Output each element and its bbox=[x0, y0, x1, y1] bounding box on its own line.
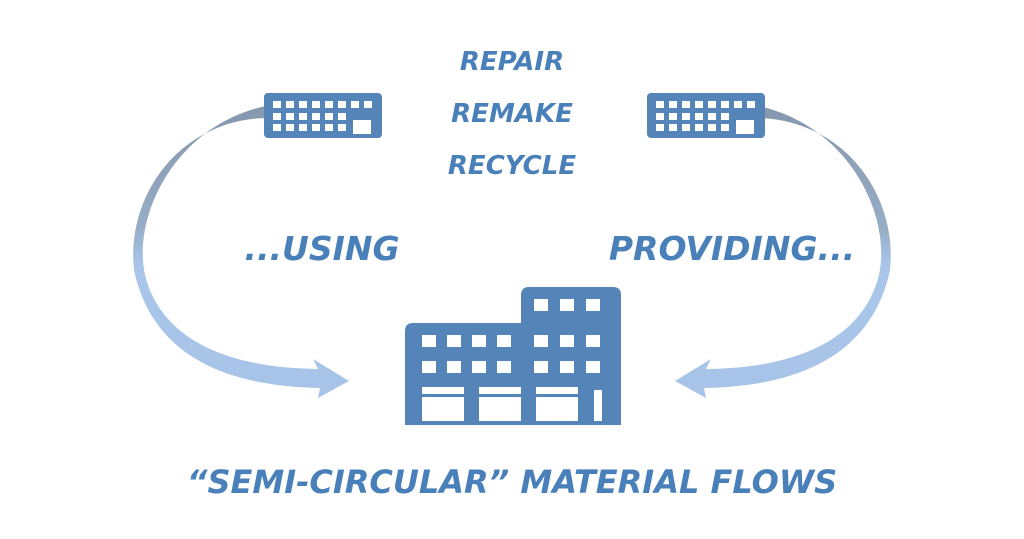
left-flow-label: ...USING bbox=[244, 229, 399, 268]
factory-icon-right bbox=[647, 93, 765, 138]
right-flow-label: PROVIDING... bbox=[609, 229, 855, 268]
right-curved-arrow bbox=[675, 106, 891, 398]
left-curved-arrow bbox=[133, 106, 349, 398]
step-recycle: RECYCLE bbox=[448, 151, 576, 181]
office-building-icon bbox=[405, 287, 621, 425]
step-repair: REPAIR bbox=[460, 47, 564, 77]
step-remake: REMAKE bbox=[451, 99, 573, 129]
diagram-caption: “SEMI-CIRCULAR” MATERIAL FLOWS bbox=[187, 463, 837, 501]
factory-icon-left bbox=[264, 93, 382, 138]
